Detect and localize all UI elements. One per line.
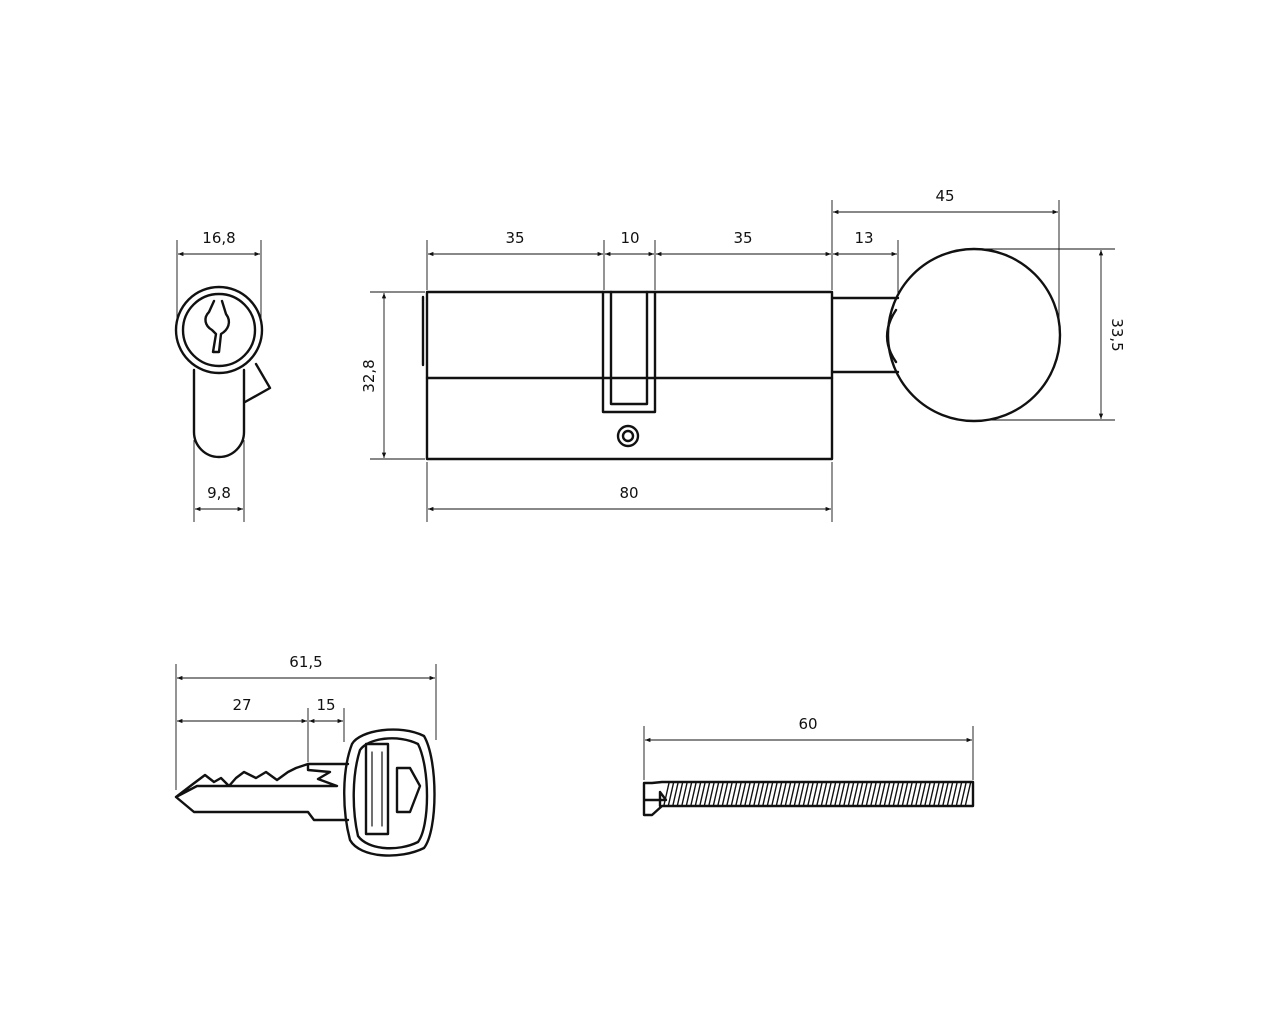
key-logo — [364, 742, 390, 836]
dim-left-length: 35 — [505, 229, 524, 247]
dim-knob-diameter: 33,5 — [1108, 318, 1126, 351]
dim-end-bottom-width: 9,8 — [207, 484, 231, 502]
key-drawing: 61,5 27 15 — [174, 653, 437, 857]
dim-key-blade: 27 — [232, 696, 251, 714]
dim-end-width: 16,8 — [202, 229, 235, 247]
dim-right-length: 35 — [733, 229, 752, 247]
screw-drawing: 60 — [642, 715, 975, 817]
cylinder-end-view: 16,8 9,8 — [174, 229, 272, 522]
dim-total-length: 80 — [619, 484, 638, 502]
dim-key-shoulder: 15 — [316, 696, 335, 714]
dim-body-height: 32,8 — [360, 359, 378, 392]
dim-cam-width: 10 — [620, 229, 639, 247]
dim-knob-stem: 13 — [854, 229, 873, 247]
dim-screw-length: 60 — [798, 715, 817, 733]
dim-key-total: 61,5 — [289, 653, 322, 671]
cylinder-side-view: 35 10 35 13 45 32,8 80 33,5 — [360, 187, 1126, 522]
dim-knob-total: 45 — [935, 187, 954, 205]
